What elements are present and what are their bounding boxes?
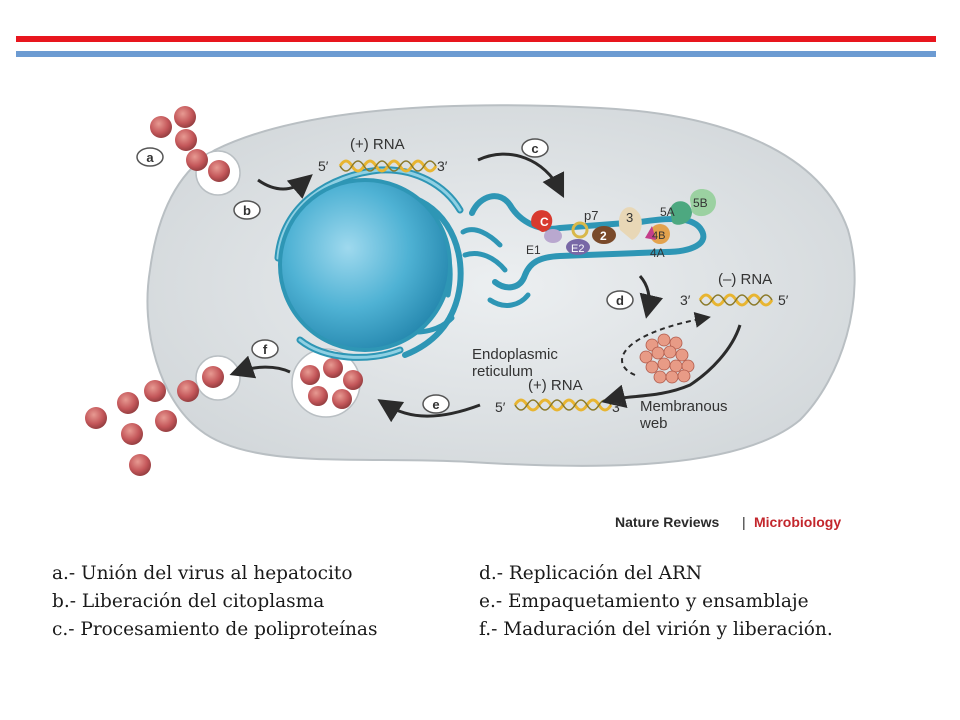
svg-text:b: b xyxy=(243,203,251,218)
svg-text:e: e xyxy=(432,397,439,412)
legend-item-e: e.- Empaquetamiento y ensamblaje xyxy=(479,591,809,612)
protein-c-label: C xyxy=(540,215,549,229)
process-arrows xyxy=(229,152,742,423)
arrow-e xyxy=(377,399,481,423)
ns5b-protein xyxy=(690,188,716,217)
rna-minus-3-label: 3′ xyxy=(680,292,691,308)
top-red-bar xyxy=(16,36,936,42)
e2-protein xyxy=(566,239,590,255)
core-protein xyxy=(531,210,553,232)
er-label-line2: reticulum xyxy=(472,363,533,380)
step-badge-c: c xyxy=(521,138,549,158)
arrow-web-to-rna xyxy=(601,324,742,409)
viral-polyprotein-complex xyxy=(531,188,716,255)
step-badge-f: f xyxy=(251,339,279,359)
web-label-line2: web xyxy=(639,415,668,432)
rna-plus-top-label: (+) RNA xyxy=(350,136,405,153)
rna-plus-top xyxy=(338,159,438,173)
legend-item-a: a.- Unión del virus al hepatocito xyxy=(52,563,353,584)
protein-e2-label: E2 xyxy=(571,243,584,255)
rna-plus-bottom-label: (+) RNA xyxy=(528,377,583,394)
er-label-line1: Endoplasmic xyxy=(472,346,558,363)
rna-plus-bottom xyxy=(513,398,613,412)
top-blue-bar xyxy=(16,51,936,57)
rna-minus-5-label: 5′ xyxy=(778,292,789,308)
nucleus xyxy=(278,178,452,352)
rna-minus xyxy=(698,293,774,307)
ns5a-protein xyxy=(670,201,692,225)
legend-left: a.- Unión del virus al hepatocito b.- Li… xyxy=(52,560,377,644)
ns4a-protein xyxy=(645,226,656,240)
ns3-protein xyxy=(618,207,642,240)
rna-plus-bottom-5-label: 5′ xyxy=(495,399,506,415)
ns2-protein xyxy=(592,226,616,244)
credit-section: Microbiology xyxy=(754,514,841,530)
protein-ns5b-label: 5B xyxy=(693,196,708,210)
rna-minus-label: (–) RNA xyxy=(718,271,772,288)
svg-text:d: d xyxy=(616,293,624,308)
legend-right: d.- Replicación del ARN e.- Empaquetamie… xyxy=(479,560,833,644)
protein-ns4a-label: 4A xyxy=(650,246,665,260)
p7-protein xyxy=(571,221,589,239)
step-badge-a: a xyxy=(136,147,164,167)
e1-protein xyxy=(544,229,562,243)
rna-plus-top-3-label: 3′ xyxy=(437,158,448,174)
legend-item-b: b.- Liberación del citoplasma xyxy=(52,591,325,612)
legend-item-c: c.- Procesamiento de poliproteínas xyxy=(52,619,378,640)
incoming-virions xyxy=(150,106,230,182)
legend-item-d: d.- Replicación del ARN xyxy=(479,563,703,584)
protein-ns4b-label: 4B xyxy=(652,230,665,242)
credit-separator: | xyxy=(742,514,746,530)
protein-e1-label: E1 xyxy=(526,243,541,257)
arrow-dashed-return xyxy=(621,311,711,376)
web-label-line1: Membranous xyxy=(640,398,728,415)
protein-ns2-label: 2 xyxy=(600,229,607,243)
legend-item-f: f.- Maduración del virión y liberación. xyxy=(479,619,833,640)
arrow-entry xyxy=(257,174,313,199)
arrow-d xyxy=(638,275,664,319)
protein-ns5a-label: 5A xyxy=(660,205,675,219)
rna-plus-bottom-3-label: 3′ xyxy=(612,399,623,415)
credit-journal: Nature Reviews xyxy=(615,514,719,530)
step-badges: a b c d e f xyxy=(136,138,634,414)
svg-text:c: c xyxy=(531,141,538,156)
membranous-web xyxy=(639,333,695,384)
svg-text:f: f xyxy=(263,342,268,357)
assembly-vesicle xyxy=(291,348,363,418)
protein-p7-label: p7 xyxy=(584,208,598,223)
step-badge-d: d xyxy=(606,290,634,310)
arrow-c xyxy=(477,152,565,199)
step-badge-b: b xyxy=(233,200,261,220)
arrow-f xyxy=(229,355,291,379)
protein-ns3-label: 3 xyxy=(626,210,633,225)
svg-text:a: a xyxy=(146,150,154,165)
rna-plus-top-5-label: 5′ xyxy=(318,158,329,174)
released-virions xyxy=(85,366,224,476)
step-badge-e: e xyxy=(422,394,450,414)
